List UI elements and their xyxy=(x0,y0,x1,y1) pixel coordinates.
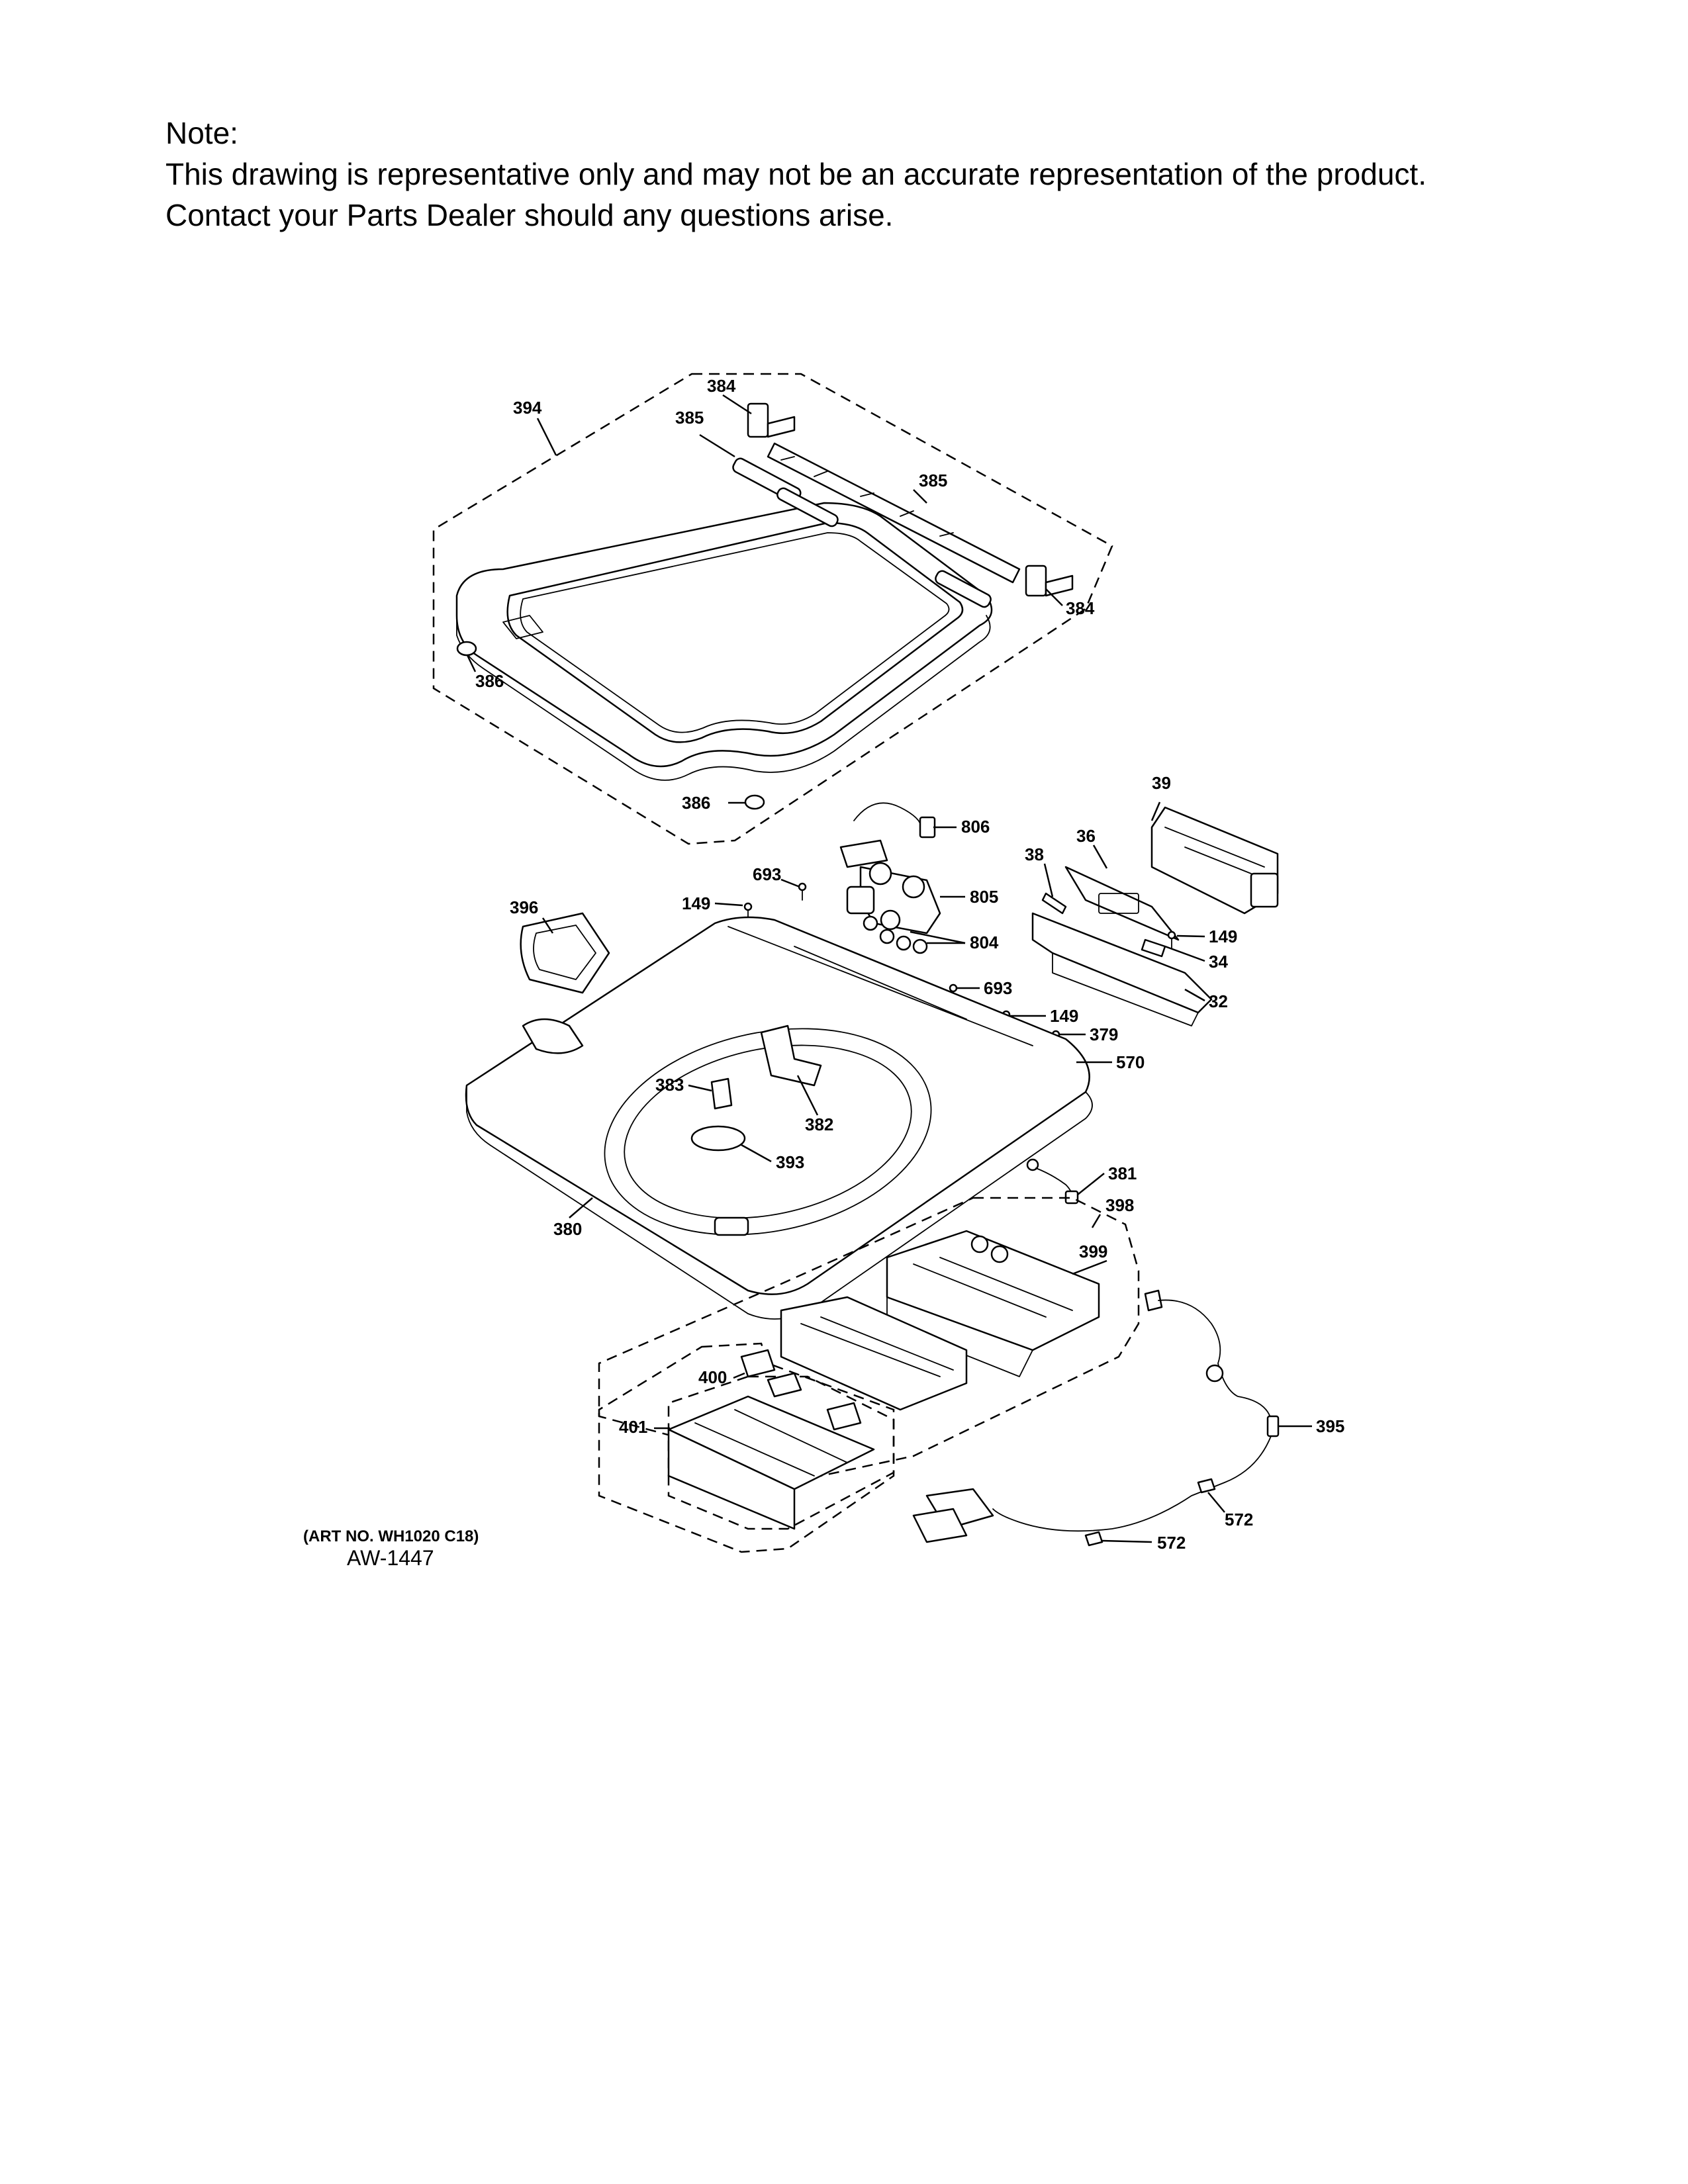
callout-34: 34 xyxy=(1209,952,1228,972)
callout-380: 380 xyxy=(553,1219,582,1239)
lid-assembly xyxy=(455,502,993,781)
callout-400: 400 xyxy=(698,1367,727,1387)
callout-693-upper: 693 xyxy=(753,864,781,884)
dispenser-group-outline xyxy=(598,1197,1140,1477)
callout-398: 398 xyxy=(1105,1195,1134,1215)
note-heading: Note: xyxy=(165,116,238,150)
callout-395: 395 xyxy=(1316,1416,1344,1436)
lid-lock-assembly xyxy=(710,1024,822,1110)
callout-149-mid: 149 xyxy=(1050,1006,1078,1026)
agitator-cap xyxy=(690,1125,746,1152)
drawing-id: AW-1447 xyxy=(347,1546,434,1570)
callout-384-top: 384 xyxy=(707,376,736,396)
callout-149-left: 149 xyxy=(682,893,710,913)
drawer-inner-outline xyxy=(667,1375,895,1530)
callout-396: 396 xyxy=(510,897,538,917)
callout-693-lower: 693 xyxy=(984,978,1012,998)
note-line-contact: Contact your Parts Dealer should any que… xyxy=(165,198,894,232)
callout-572-right: 572 xyxy=(1225,1510,1253,1529)
dispenser-tray xyxy=(780,1296,968,1411)
callout-384-right: 384 xyxy=(1066,598,1095,618)
callout-393: 393 xyxy=(776,1152,804,1172)
water-valve-assembly xyxy=(839,802,941,954)
callout-32: 32 xyxy=(1209,991,1228,1011)
callout-386-left: 386 xyxy=(475,671,504,691)
callout-804: 804 xyxy=(970,933,999,952)
callout-383: 383 xyxy=(655,1075,684,1095)
dispenser-drawer xyxy=(667,1349,875,1530)
callout-149-right: 149 xyxy=(1209,927,1237,946)
callout-385-right: 385 xyxy=(919,471,947,490)
callout-394: 394 xyxy=(513,398,542,418)
callout-381: 381 xyxy=(1108,1163,1137,1183)
callout-806: 806 xyxy=(961,817,990,837)
callout-382: 382 xyxy=(805,1115,833,1134)
callout-38: 38 xyxy=(1025,844,1044,864)
callout-labels: 394 384 385 385 384 386 386 39 806 36 38… xyxy=(475,376,1344,1553)
callout-572-bottom: 572 xyxy=(1157,1533,1186,1553)
callout-805: 805 xyxy=(970,887,998,907)
hinge-assembly xyxy=(732,402,1074,608)
callout-39: 39 xyxy=(1152,773,1171,793)
callout-399: 399 xyxy=(1079,1242,1107,1261)
lid-assembly-group-outline xyxy=(432,373,1113,845)
leader-lines xyxy=(466,394,1312,1543)
callout-379: 379 xyxy=(1090,1024,1118,1044)
note-line-representative: This drawing is representative only and … xyxy=(165,157,1427,191)
lid-bumper-front xyxy=(744,794,765,810)
wire-harness-381 xyxy=(1026,1158,1079,1205)
control-board-housing xyxy=(1031,806,1279,1026)
callout-385-left: 385 xyxy=(675,408,704,428)
wire-harness-395 xyxy=(912,1289,1280,1547)
art-number: (ART NO. WH1020 C18) xyxy=(303,1527,479,1545)
lid-bumper-left xyxy=(456,641,477,657)
callout-386-front: 386 xyxy=(682,793,710,813)
bleach-dispenser-cup xyxy=(520,912,610,994)
callout-570: 570 xyxy=(1116,1052,1145,1072)
disclaimer-note: Note: This drawing is representative onl… xyxy=(165,113,1427,236)
callout-36: 36 xyxy=(1076,826,1096,846)
callout-401: 401 xyxy=(619,1417,647,1437)
washer-top-cover xyxy=(465,916,1093,1320)
